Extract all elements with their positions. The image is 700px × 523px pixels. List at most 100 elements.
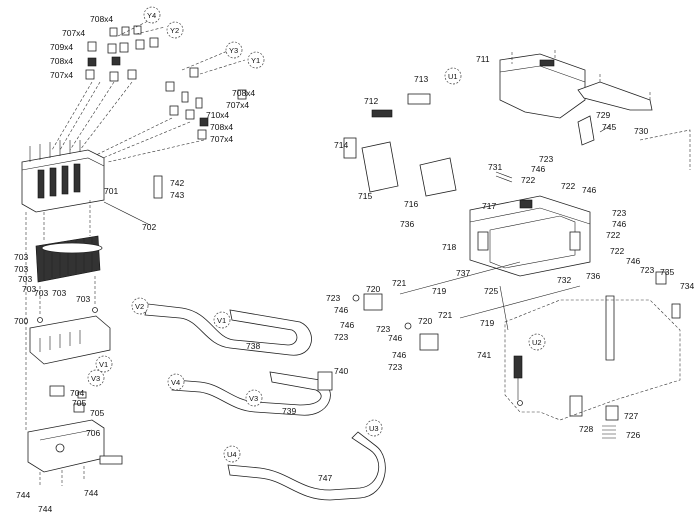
connector-y2	[166, 21, 184, 39]
part-label: 708x4	[210, 122, 233, 132]
part-label: 715	[358, 191, 372, 201]
connector-label: V3	[91, 374, 100, 383]
part-label: 703	[76, 294, 90, 304]
part-label: 706	[86, 428, 100, 438]
part-label: 723	[334, 332, 348, 342]
damper-assembly	[21, 140, 163, 226]
part-label: 734	[680, 281, 694, 291]
connector-y1	[247, 51, 265, 69]
main-chassis	[469, 195, 591, 277]
part-label: 703	[14, 252, 28, 262]
connector-label: V1	[99, 360, 108, 369]
part-label: 746	[340, 320, 354, 330]
part-label: 703	[14, 264, 28, 274]
part-label: 738	[246, 341, 260, 351]
part-label: 700	[14, 316, 28, 326]
part-label: 743	[170, 190, 184, 200]
connector-label: Y3	[229, 46, 238, 55]
part-label: 703	[52, 288, 66, 298]
part-label: 746	[626, 256, 640, 266]
fittings-group	[51, 19, 247, 163]
part-label: 746	[531, 164, 545, 174]
part-label: 709x4	[50, 42, 73, 52]
part-label: 718	[442, 242, 456, 252]
connector-callouts: Y4 Y2 Y3 Y1 U1 U2 U3 U4 V1 V1 V2 V3 V3 V…	[87, 6, 546, 463]
part-label: 722	[561, 181, 575, 191]
connector-y4	[143, 6, 161, 24]
connector-v1-b	[95, 355, 113, 373]
part-label: 707x4	[210, 134, 233, 144]
connector-label: Y2	[170, 26, 179, 35]
part-label: 744	[38, 504, 52, 514]
part-label: 710x4	[206, 110, 229, 120]
part-label: 707x4	[50, 70, 73, 80]
part-label: 729	[596, 110, 610, 120]
part-label: 720	[418, 316, 432, 326]
part-label: 708x4	[50, 56, 73, 66]
part-label: 746	[582, 185, 596, 195]
part-label: 704	[70, 388, 84, 398]
part-label: 721	[392, 278, 406, 288]
part-label: 732	[557, 275, 571, 285]
part-label: 744	[84, 488, 98, 498]
part-label: 723	[388, 362, 402, 372]
part-label: 723	[539, 154, 553, 164]
part-label: 731	[488, 162, 502, 172]
part-label: 707x4	[226, 100, 249, 110]
connector-y3	[225, 41, 243, 59]
part-label: 723	[326, 293, 340, 303]
part-label: 711	[476, 54, 490, 64]
part-label: 736	[586, 271, 600, 281]
part-label: 701	[104, 186, 118, 196]
part-label: 707x4	[62, 28, 85, 38]
lower-housing	[25, 212, 123, 486]
part-label: 737	[456, 268, 470, 278]
part-label: 720	[366, 284, 380, 294]
part-label: 725	[484, 286, 498, 296]
part-label: 723	[376, 324, 390, 334]
part-label: 735	[660, 267, 674, 277]
part-label: 740	[334, 366, 348, 376]
connector-label: Y4	[147, 11, 156, 20]
connector-u1	[444, 67, 462, 85]
connector-label: U1	[448, 72, 458, 81]
part-label: 721	[438, 310, 452, 320]
connector-u2	[528, 333, 546, 351]
part-label: 727	[624, 411, 638, 421]
part-label: 741	[477, 350, 491, 360]
connector-u4	[223, 445, 241, 463]
part-label: 703	[18, 274, 32, 284]
part-label: 723	[612, 208, 626, 218]
part-label: 708x4	[90, 14, 113, 24]
connector-label: V2	[135, 302, 144, 311]
part-label: 708x4	[232, 88, 255, 98]
cap-assembly	[35, 200, 103, 283]
part-label: 723	[640, 265, 654, 275]
part-label: 719	[480, 318, 494, 328]
part-label: 717	[482, 201, 496, 211]
part-label: 703	[22, 284, 36, 294]
part-label: 746	[388, 333, 402, 343]
part-label: 726	[626, 430, 640, 440]
part-label: 716	[404, 199, 418, 209]
part-label: 702	[142, 222, 156, 232]
connector-v4	[167, 373, 185, 391]
carriage-base	[29, 276, 111, 365]
part-label: 736	[400, 219, 414, 229]
part-label: 722	[610, 246, 624, 256]
connector-label: U3	[369, 424, 379, 433]
part-label: 722	[521, 175, 535, 185]
part-label: 703	[34, 288, 48, 298]
flat-cables	[144, 303, 386, 501]
part-label: 728	[579, 424, 593, 434]
connector-v3-b	[245, 389, 263, 407]
part-label: 730	[634, 126, 648, 136]
connector-u3	[365, 419, 383, 437]
part-label: 746	[392, 350, 406, 360]
part-label: 705	[72, 398, 86, 408]
connector-v3-a	[87, 369, 105, 387]
connector-label: U4	[227, 450, 237, 459]
part-label: 747	[318, 473, 332, 483]
part-label: 739	[282, 406, 296, 416]
